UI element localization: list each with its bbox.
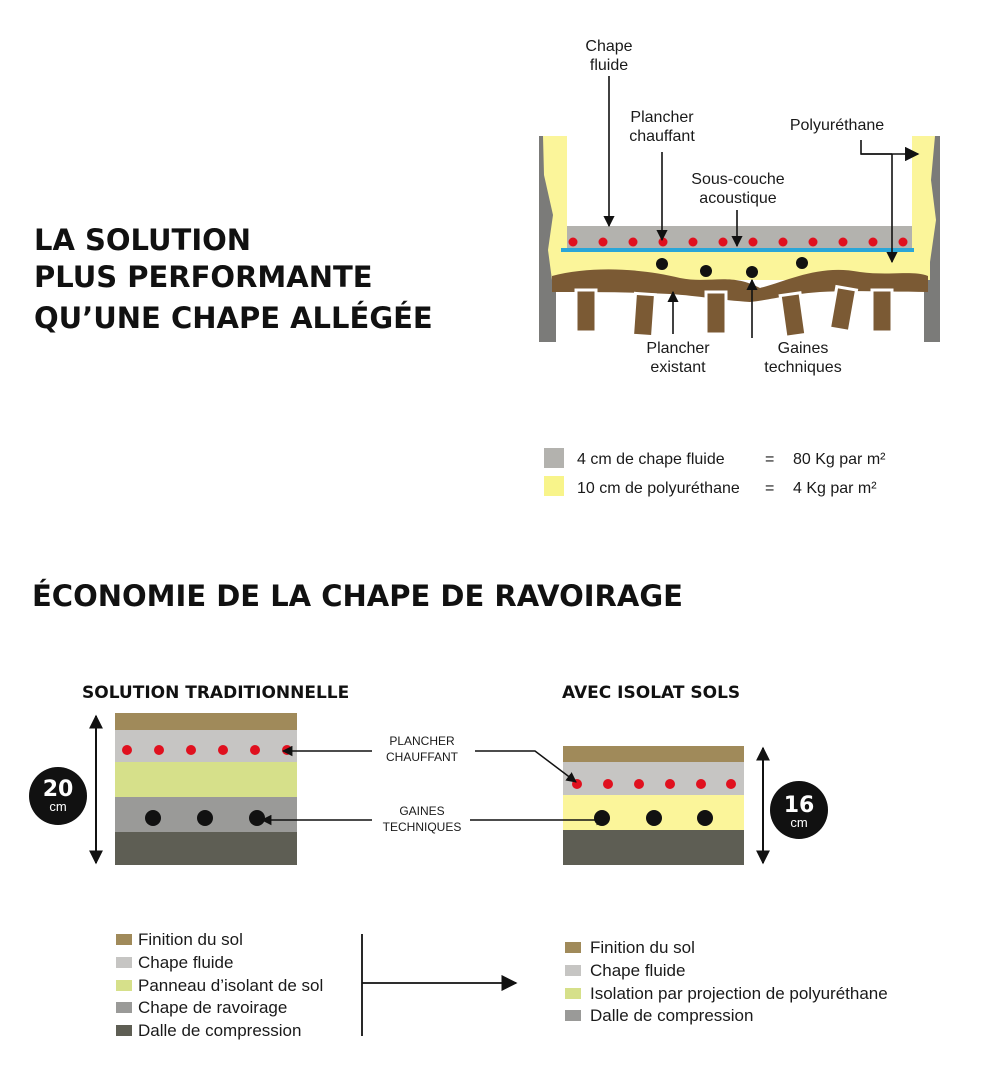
weight-eq-1: = xyxy=(765,451,774,468)
legend-trad-5: Dalle de compression xyxy=(138,1021,301,1040)
label-chape-fluide-2: fluide xyxy=(590,57,628,74)
isolat-legend: Finition du sol Chape fluide Isolation p… xyxy=(565,938,888,1025)
label-sous-couche-2: acoustique xyxy=(699,190,776,207)
weight-label-1: 4 cm de chape fluide xyxy=(577,451,725,468)
callout-plancher-chauffant-1: PLANCHER xyxy=(389,734,455,748)
weight-label-2: 10 cm de polyuréthane xyxy=(577,480,740,497)
legend-trad-4: Chape de ravoirage xyxy=(138,998,287,1017)
label-plancher-chauffant-2: chauffant xyxy=(629,128,695,145)
label-polyurethane: Polyuréthane xyxy=(790,117,884,134)
section1-title-line-2: PLUS PERFORMANTE xyxy=(34,260,373,294)
traditional-heading: SOLUTION TRADITIONNELLE xyxy=(82,683,349,703)
isolat-heading: AVEC ISOLAT SOLS xyxy=(562,683,740,703)
traditional-thickness-badge xyxy=(29,767,87,825)
label-gaines-techniques-2: techniques xyxy=(764,359,841,376)
joists xyxy=(574,284,894,339)
traditional-thickness-unit: cm xyxy=(49,799,66,814)
label-chape-fluide-1: Chape xyxy=(585,38,632,55)
legend-isolat-2: Chape fluide xyxy=(590,961,685,980)
label-sous-couche-1: Sous-couche xyxy=(691,171,784,188)
label-gaines-techniques-1: Gaines xyxy=(778,340,829,357)
section1-title-line-1: LA SOLUTION xyxy=(34,223,251,257)
isolat-thickness-badge xyxy=(770,781,828,839)
label-plancher-existant-1: Plancher xyxy=(646,340,710,357)
weight-value-2: 4 Kg par m² xyxy=(793,480,877,497)
weight-comparison: 4 cm de chape fluide = 80 Kg par m² 10 c… xyxy=(544,448,886,497)
polyurethane-layer xyxy=(543,136,936,280)
callout-plancher-chauffant-2: CHAUFFANT xyxy=(386,750,459,764)
callout-arrows xyxy=(260,745,608,826)
isolat-thickness-value: 16 xyxy=(784,793,815,818)
weight-eq-2: = xyxy=(765,480,774,497)
callout-gaines-techniques-2: TECHNIQUES xyxy=(383,820,462,834)
label-plancher-chauffant-1: Plancher xyxy=(630,109,694,126)
isolat-stack xyxy=(563,746,744,865)
isolat-thickness-unit: cm xyxy=(790,815,807,830)
legend-trad-2: Chape fluide xyxy=(138,953,233,972)
swatch-polyurethane xyxy=(544,476,564,496)
section2-title: ÉCONOMIE DE LA CHAPE DE RAVOIRAGE xyxy=(32,579,683,613)
legend-isolat-4: Dalle de compression xyxy=(590,1006,753,1025)
legend-trad-1: Finition du sol xyxy=(138,930,243,949)
legend-isolat-1: Finition du sol xyxy=(590,938,695,957)
traditional-stack xyxy=(115,713,297,865)
chape-fluide-layer xyxy=(567,226,912,250)
section1-title-line-3: QU’UNE CHAPE ALLÉGÉE xyxy=(34,301,433,335)
label-plancher-existant-2: existant xyxy=(650,359,706,376)
callout-gaines-techniques-1: GAINES xyxy=(399,804,444,818)
cross-section-diagram: Chape fluide Plancher chauffant Sous-cou… xyxy=(539,38,940,376)
swatch-chape-fluide xyxy=(544,448,564,468)
plancher-existant-slab xyxy=(552,269,928,302)
legend-trad-3: Panneau d’isolant de sol xyxy=(138,976,323,995)
weight-value-1: 80 Kg par m² xyxy=(793,451,886,468)
legend-isolat-3: Isolation par projection de polyuréthane xyxy=(590,984,888,1003)
traditional-legend: Finition du sol Chape fluide Panneau d’i… xyxy=(116,930,323,1040)
gaines-techniques-dots xyxy=(656,257,808,278)
traditional-thickness-value: 20 xyxy=(43,777,74,802)
